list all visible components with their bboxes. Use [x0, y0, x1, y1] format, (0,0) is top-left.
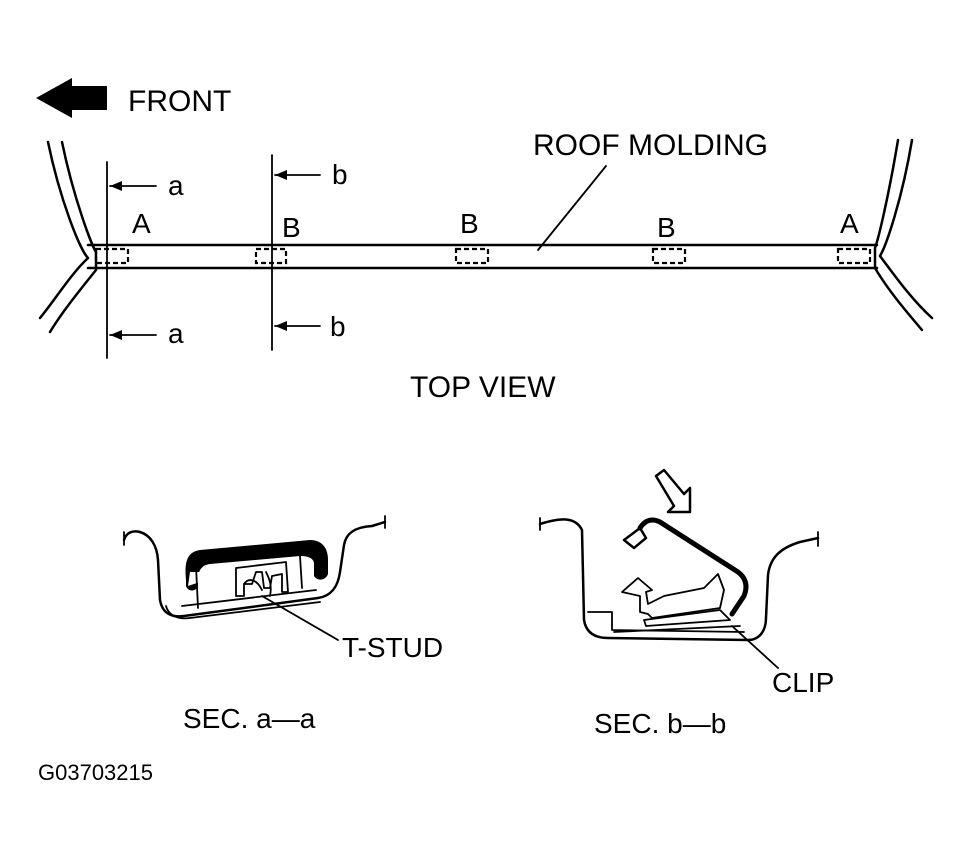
left-pillar [38, 140, 98, 334]
roof-molding-label: ROOF MOLDING [533, 129, 768, 162]
clip-marker-a-left [94, 247, 130, 265]
front-label: FRONT [128, 85, 231, 118]
arrow-down-left-icon [654, 468, 692, 514]
clip-label-a-right: A [840, 208, 859, 239]
clip-marker-a-right [836, 247, 872, 265]
clip-leader [731, 625, 779, 669]
roof-molding-strip [86, 243, 879, 270]
clip-marker-b-3 [651, 247, 687, 265]
t-stud-label: T-STUD [342, 632, 443, 663]
clip-marker-b-1 [254, 247, 288, 265]
roof-molding-leader [537, 165, 607, 251]
section-b-bottom-label: b [330, 311, 346, 342]
section-line-a [106, 161, 157, 359]
section-bb-caption: SEC. b—b [594, 708, 726, 739]
section-bb-drawing [538, 517, 820, 642]
clip-label-b-2: B [460, 208, 479, 239]
clip-label: CLIP [772, 667, 834, 698]
section-a-top-label: a [168, 170, 184, 201]
clip-label-a-left: A [132, 208, 151, 239]
section-aa-drawing [122, 515, 387, 620]
right-pillar [873, 138, 934, 332]
section-b-top-label: b [332, 159, 348, 190]
arrow-left-icon [36, 78, 107, 118]
top-view-caption: TOP VIEW [410, 371, 556, 404]
section-line-b [271, 154, 321, 351]
t-stud-leader [261, 595, 339, 641]
clip-marker-b-2 [454, 247, 490, 265]
section-a-bottom-label: a [168, 318, 184, 349]
figure-code: G03703215 [38, 760, 153, 785]
clip-label-b-3: B [657, 212, 676, 243]
clip-label-b-1: B [282, 212, 301, 243]
section-aa-caption: SEC. a—a [183, 703, 316, 734]
